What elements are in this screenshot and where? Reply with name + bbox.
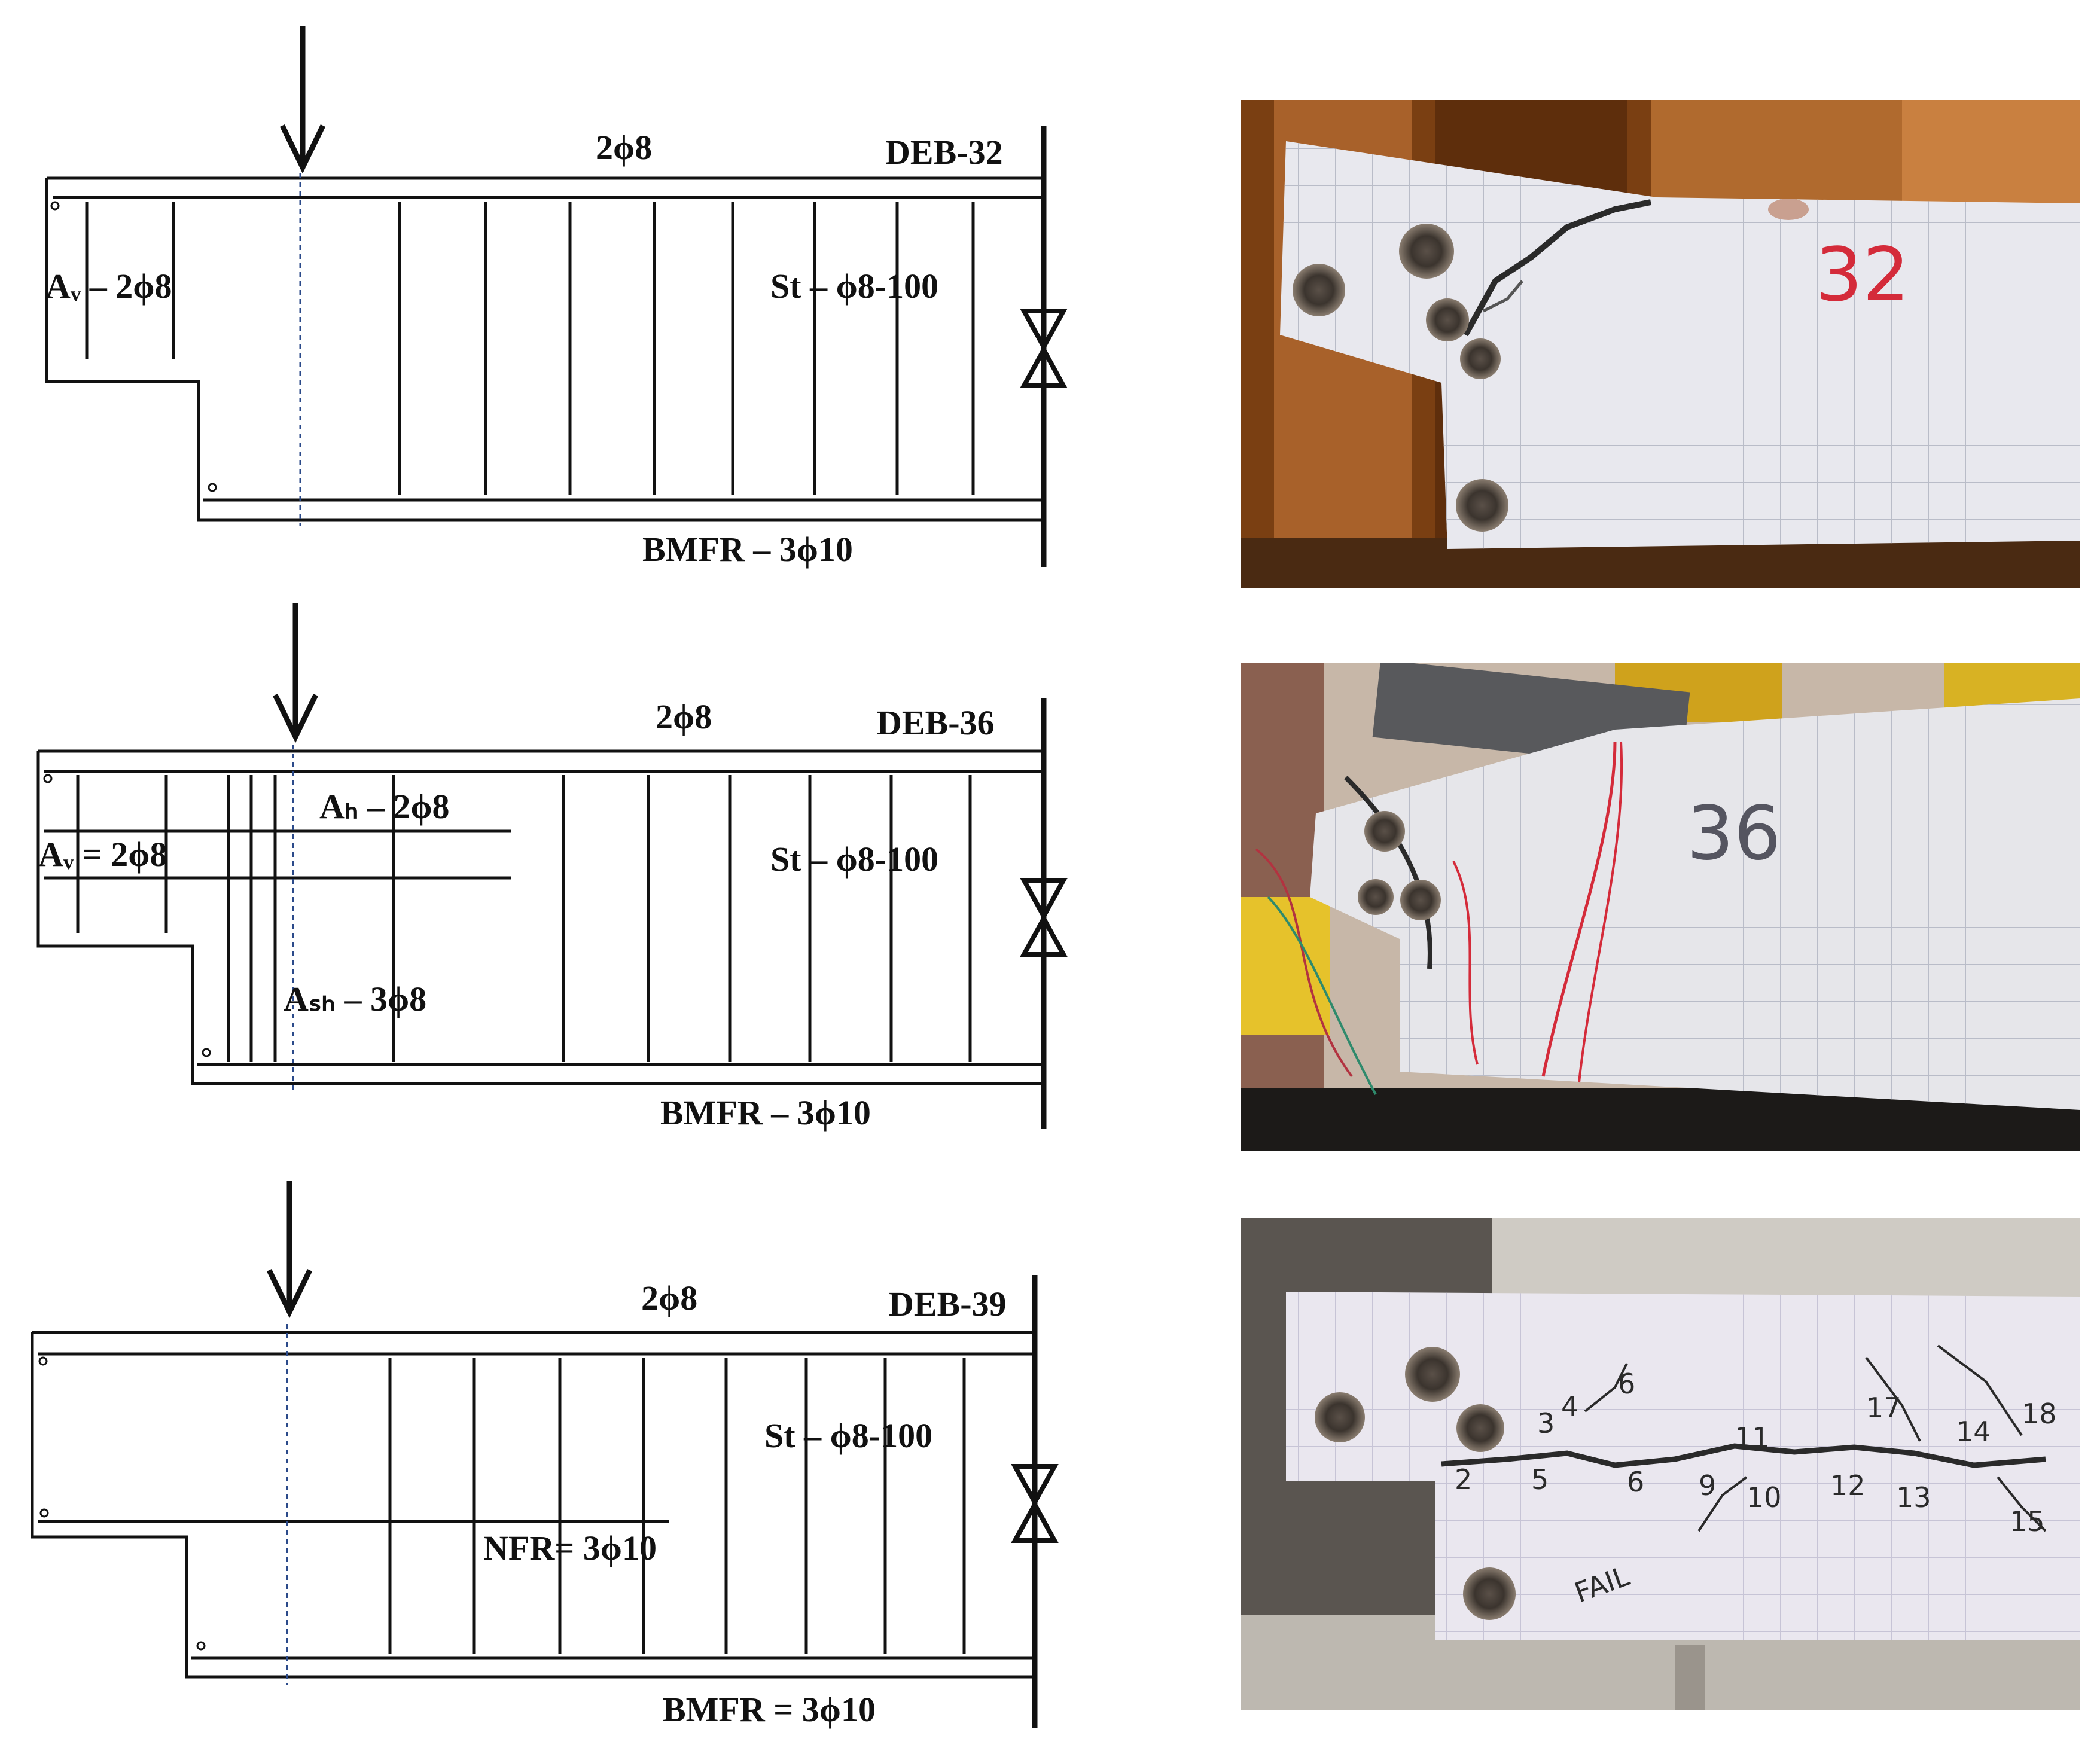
crack-number: 6: [1627, 1466, 1644, 1498]
top-bar-label: 2ϕ8: [641, 1279, 697, 1317]
crack-number: 13: [1896, 1481, 1931, 1514]
photo-specimen-mark: 32: [1815, 232, 1910, 318]
crack-number: 12: [1830, 1469, 1866, 1502]
vertical-bar-label: Aₛₕ – 3ϕ8: [284, 980, 426, 1018]
crack-number: 3: [1537, 1407, 1555, 1439]
photo-deb36: 36: [1241, 663, 2080, 1151]
stirrup-label: St – ϕ8-100: [770, 267, 938, 306]
photo-specimen-mark: 36: [1687, 791, 1781, 877]
specimen-label: DEB-32: [885, 133, 1003, 172]
diagram-deb39: [31, 1181, 1059, 1728]
specimen-label: DEB-39: [889, 1285, 1007, 1323]
crack-number: 4: [1561, 1390, 1578, 1423]
crack-number: 10: [1747, 1481, 1782, 1514]
beam-outline: [36, 749, 1044, 1085]
main-bar-label: BMFR = 3ϕ10: [663, 1690, 876, 1729]
crack-number: 5: [1531, 1463, 1549, 1496]
crack-number: 17: [1866, 1392, 1901, 1424]
crack-number: 6: [1618, 1368, 1635, 1400]
load-arrow: [279, 26, 326, 174]
hanger-label: Aᵥ = 2ϕ8: [38, 835, 167, 874]
crack-number: 15: [2010, 1505, 2045, 1538]
stirrups: [398, 202, 975, 495]
load-arrow: [266, 1181, 313, 1319]
horizontal-bar-label: Aₕ – 2ϕ8: [319, 787, 450, 826]
top-bar-label: 2ϕ8: [656, 697, 712, 736]
diagram-deb36: [36, 603, 1068, 1129]
crack-number: 11: [1735, 1422, 1770, 1454]
load-arrow: [272, 603, 319, 743]
stirrups: [388, 1358, 966, 1654]
stirrup-label: St – ϕ8-100: [770, 840, 938, 879]
hanger-label: Aᵥ – 2ϕ8: [45, 267, 172, 306]
specimen-label: DEB-36: [877, 703, 995, 742]
beam-outline: [45, 176, 1044, 522]
crack-number: 18: [2022, 1398, 2057, 1430]
nib-bar-label: NFR= 3ϕ10: [483, 1529, 657, 1567]
support-symbol: [1011, 1275, 1059, 1728]
diagram-deb32: [45, 26, 1068, 567]
photo-deb39: 3 4 6 5 2 6 9 10 11 12 13 17 14 18 15 FA…: [1241, 1218, 2080, 1710]
main-bar-label: BMFR – 3ϕ10: [660, 1093, 871, 1132]
main-bar-label: BMFR – 3ϕ10: [642, 530, 853, 569]
photo-deb32: 32: [1241, 100, 2080, 588]
stirrup-label: St – ϕ8-100: [764, 1416, 932, 1455]
crack-number: 14: [1956, 1416, 1991, 1448]
beam-outline: [31, 1331, 1035, 1679]
crack-numbers: 3 4 6 5 2 6 9 10 11 12 13 17 14 18 15 FA…: [1455, 1368, 2057, 1609]
top-bar-label: 2ϕ8: [596, 128, 652, 167]
stirrups: [392, 775, 972, 1062]
crack-number: 9: [1699, 1469, 1716, 1502]
support-symbol: [1020, 698, 1068, 1129]
support-symbol: [1020, 126, 1068, 567]
crack-number: 2: [1455, 1463, 1472, 1496]
